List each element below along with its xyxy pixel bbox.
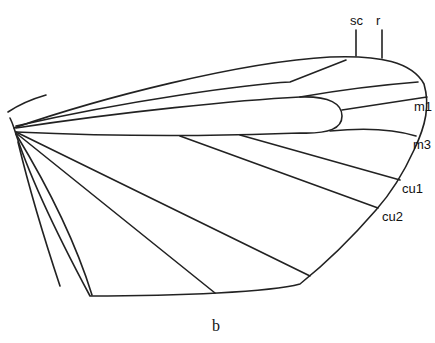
vein-label: m3 [413,138,431,151]
base-arc [10,118,14,128]
vein-label: r [376,14,380,27]
vein-label: m1 [414,100,432,113]
wing-outline [14,57,427,296]
leader-line [381,30,383,58]
leader-line [355,30,357,56]
cu2-vein [180,136,378,208]
figure-letter: b [212,318,220,334]
vein [16,132,310,276]
anal-vein [16,134,92,295]
cu1-vein [240,135,400,180]
anal-vein [18,142,60,286]
vein-label: cu2 [382,210,403,223]
r-vein [300,82,418,97]
sc-vein [16,60,346,126]
vein-label: sc [350,14,363,27]
m3-vein [330,129,416,136]
vein-label: cu1 [402,182,423,195]
humeral-line [8,95,46,112]
vein [16,133,215,293]
